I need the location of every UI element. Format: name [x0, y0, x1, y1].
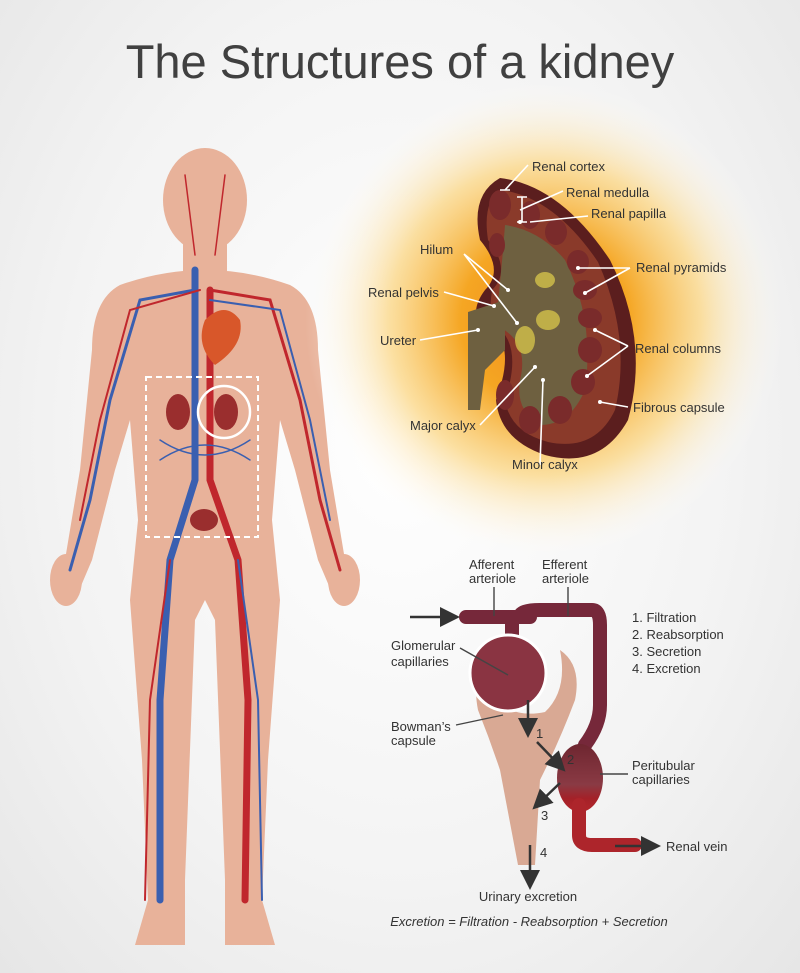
bowmans-capsule-shape: [476, 650, 577, 865]
human-body-figure: [50, 148, 360, 945]
label-renal-medulla: Renal medulla: [566, 185, 650, 200]
kidney-cross-section: [305, 80, 785, 560]
page-title: The Structures of a kidney: [125, 35, 675, 88]
label-renal-pelvis: Renal pelvis: [368, 285, 439, 300]
kidney-left-icon: [166, 394, 190, 430]
label-urinary-excretion: Urinary excretion: [479, 889, 577, 904]
kidney-right-icon: [214, 394, 238, 430]
step-number-2: 2: [567, 752, 574, 767]
step-number-4: 4: [540, 845, 547, 860]
highlight-box: [145, 376, 259, 538]
label-major-calyx: Major calyx: [410, 418, 476, 433]
label-renal-cortex: Renal cortex: [532, 159, 605, 174]
peritubular-capillaries-shape: [557, 744, 603, 812]
step-excretion: 4. Excretion: [632, 661, 701, 676]
excretion-formula: Excretion = Filtration - Reabsorption + …: [390, 914, 667, 929]
step-number-3: 3: [541, 808, 548, 823]
process-steps-list: 1. Filtration 2. Reabsorption 3. Secreti…: [632, 610, 724, 676]
label-renal-columns: Renal columns: [635, 341, 721, 356]
step-secretion: 3. Secretion: [632, 644, 701, 659]
bladder-icon: [190, 509, 218, 531]
step-number-1: 1: [536, 726, 543, 741]
label-renal-vein: Renal vein: [666, 839, 727, 854]
label-renal-pyramids: Renal pyramids: [636, 260, 727, 275]
label-ureter: Ureter: [380, 333, 417, 348]
step-filtration: 1. Filtration: [632, 610, 696, 625]
glomerulus-shape: [468, 633, 548, 713]
label-renal-papilla: Renal papilla: [591, 206, 667, 221]
label-minor-calyx: Minor calyx: [512, 457, 578, 472]
heart-icon: [201, 310, 241, 365]
reabsorption-arrow: [536, 741, 566, 772]
highlight-circle: [196, 384, 252, 440]
label-hilum: Hilum: [420, 242, 453, 257]
label-fibrous-capsule: Fibrous capsule: [633, 400, 725, 415]
step-reabsorption: 2. Reabsorption: [632, 627, 724, 642]
secretion-arrow: [532, 782, 561, 810]
kidney-labels: Renal cortex Renal medulla Renal papilla…: [368, 159, 727, 472]
